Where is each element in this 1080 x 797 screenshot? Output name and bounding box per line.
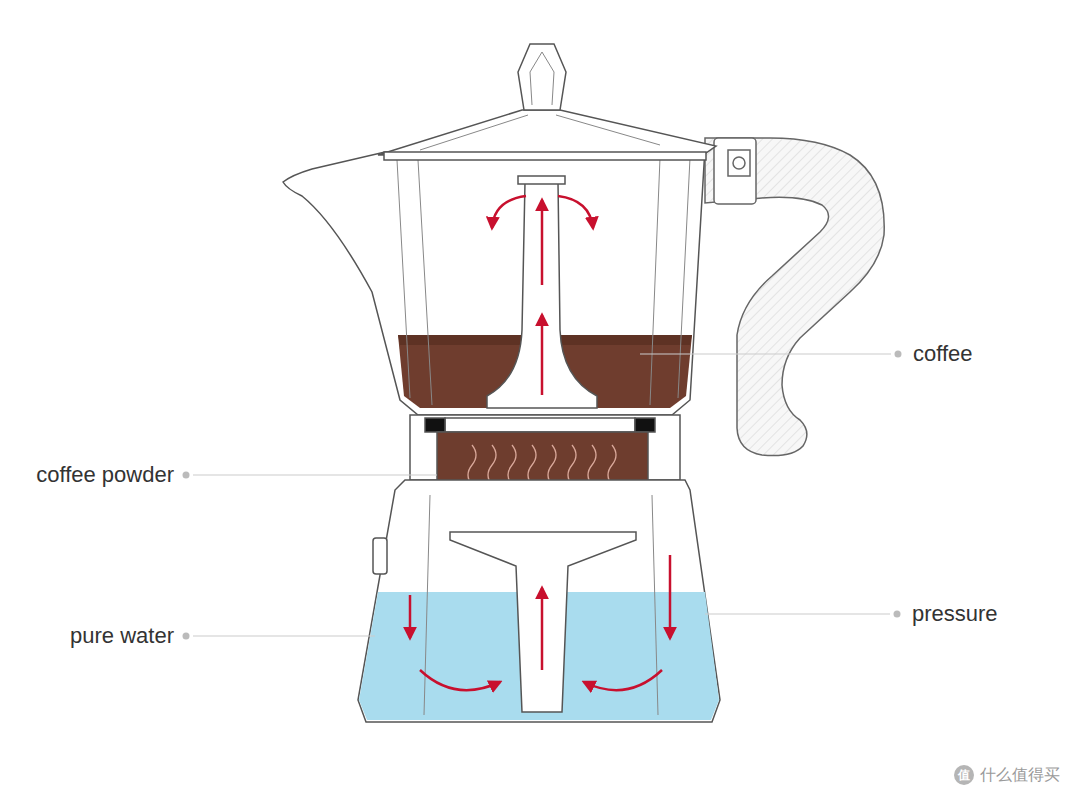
flow-arrow	[541, 315, 544, 395]
lower-chamber-body	[358, 480, 720, 722]
watermark-logo	[954, 765, 974, 785]
lid-cover	[378, 110, 716, 155]
leader-dot	[183, 633, 190, 640]
leader-dot	[894, 611, 901, 618]
part-label: coffee	[913, 341, 973, 367]
flow-arrows	[410, 196, 670, 690]
flow-arrow	[584, 670, 662, 690]
lid-facet	[420, 115, 528, 150]
facet-line	[397, 160, 410, 398]
lower-chamber	[358, 480, 720, 722]
upper-chamber-body	[283, 148, 705, 415]
flow-arrow	[541, 200, 544, 285]
part-label: pressure	[912, 601, 998, 627]
leader-line	[705, 613, 890, 614]
leader-line	[640, 353, 891, 354]
leader-dot	[895, 351, 902, 358]
lid-knob	[518, 44, 566, 110]
flow-arrow	[669, 555, 672, 638]
filter-plate	[445, 418, 635, 432]
hinge-pin	[728, 150, 750, 176]
leader-line	[193, 474, 437, 475]
facet-line	[418, 160, 432, 405]
gasket	[425, 418, 445, 432]
handle	[705, 138, 884, 456]
part-label: pure water	[70, 623, 174, 649]
safety-valve	[373, 538, 387, 574]
tube-cap	[518, 176, 565, 184]
facet-line	[424, 495, 430, 715]
knob-facet	[530, 52, 554, 105]
flow-arrow	[409, 595, 412, 638]
facet-line	[678, 158, 690, 398]
watermark-logo-text: 值	[958, 768, 970, 782]
flow-arrow	[541, 588, 544, 670]
flow-arrow	[420, 670, 500, 690]
lid-rim	[384, 152, 706, 160]
flow-arrow	[492, 196, 526, 228]
flow-arrow	[558, 196, 593, 228]
handle-hinge	[714, 138, 756, 204]
leader-dot	[183, 472, 190, 479]
leader-lines	[183, 351, 902, 640]
central-tube	[487, 182, 597, 408]
hinge-screw	[733, 157, 745, 169]
gasket	[635, 418, 655, 432]
lid	[378, 44, 716, 160]
watermark-text: 什么值得买	[980, 765, 1060, 785]
part-label: coffee powder	[36, 462, 174, 488]
handle-grip	[705, 138, 884, 456]
upper-chamber	[283, 148, 705, 415]
lid-facet	[556, 115, 660, 145]
facet-line	[650, 158, 660, 405]
funnel	[450, 532, 636, 712]
facet-line	[652, 495, 658, 715]
leader-line	[193, 635, 375, 636]
